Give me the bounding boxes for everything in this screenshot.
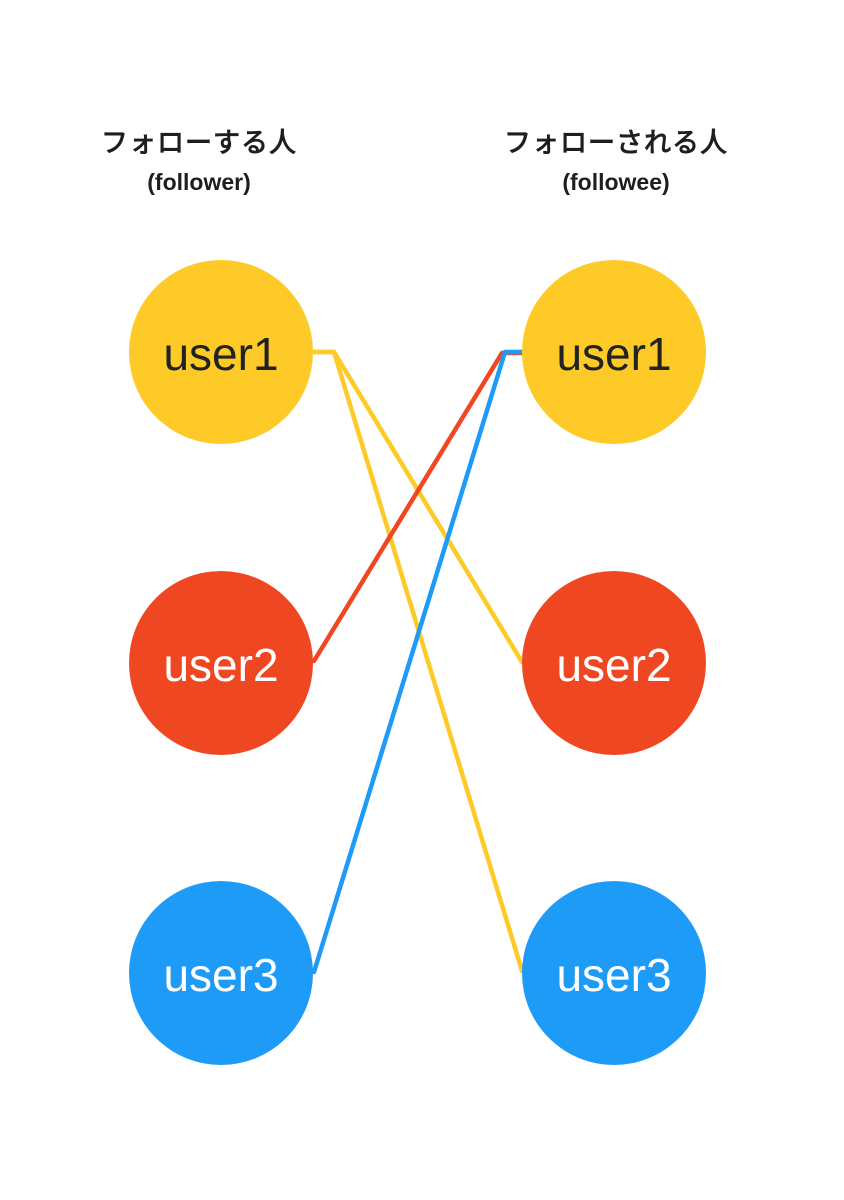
- node-label-followee-user3: user3: [556, 949, 671, 1001]
- node-follower-user2: [129, 571, 313, 755]
- node-label-follower-user3: user3: [163, 949, 278, 1001]
- node-label-followee-user1: user1: [556, 328, 671, 380]
- edge-follower-user3-to-followee-user1: [311, 349, 526, 975]
- followee-title-jp: フォローされる人: [504, 128, 728, 158]
- node-followee-user3: [522, 881, 706, 1065]
- followee-column-header: フォローされる人 (followee): [476, 126, 756, 198]
- node-follower-user1: [129, 260, 313, 444]
- follower-title-en: (follower): [147, 169, 251, 196]
- node-label-follower-user2: user2: [163, 639, 278, 691]
- followee-title-en: (followee): [562, 169, 670, 196]
- edge-follower-user1-to-followee-user3: [308, 349, 525, 974]
- node-label-followee-user2: user2: [556, 639, 671, 691]
- node-followee-user1: [522, 260, 706, 444]
- follower-column-header: フォローする人 (follower): [59, 126, 339, 198]
- node-label-follower-user1: user1: [163, 328, 278, 380]
- node-follower-user3: [129, 881, 313, 1065]
- follower-title-jp: フォローする人: [101, 128, 297, 158]
- node-followee-user2: [522, 571, 706, 755]
